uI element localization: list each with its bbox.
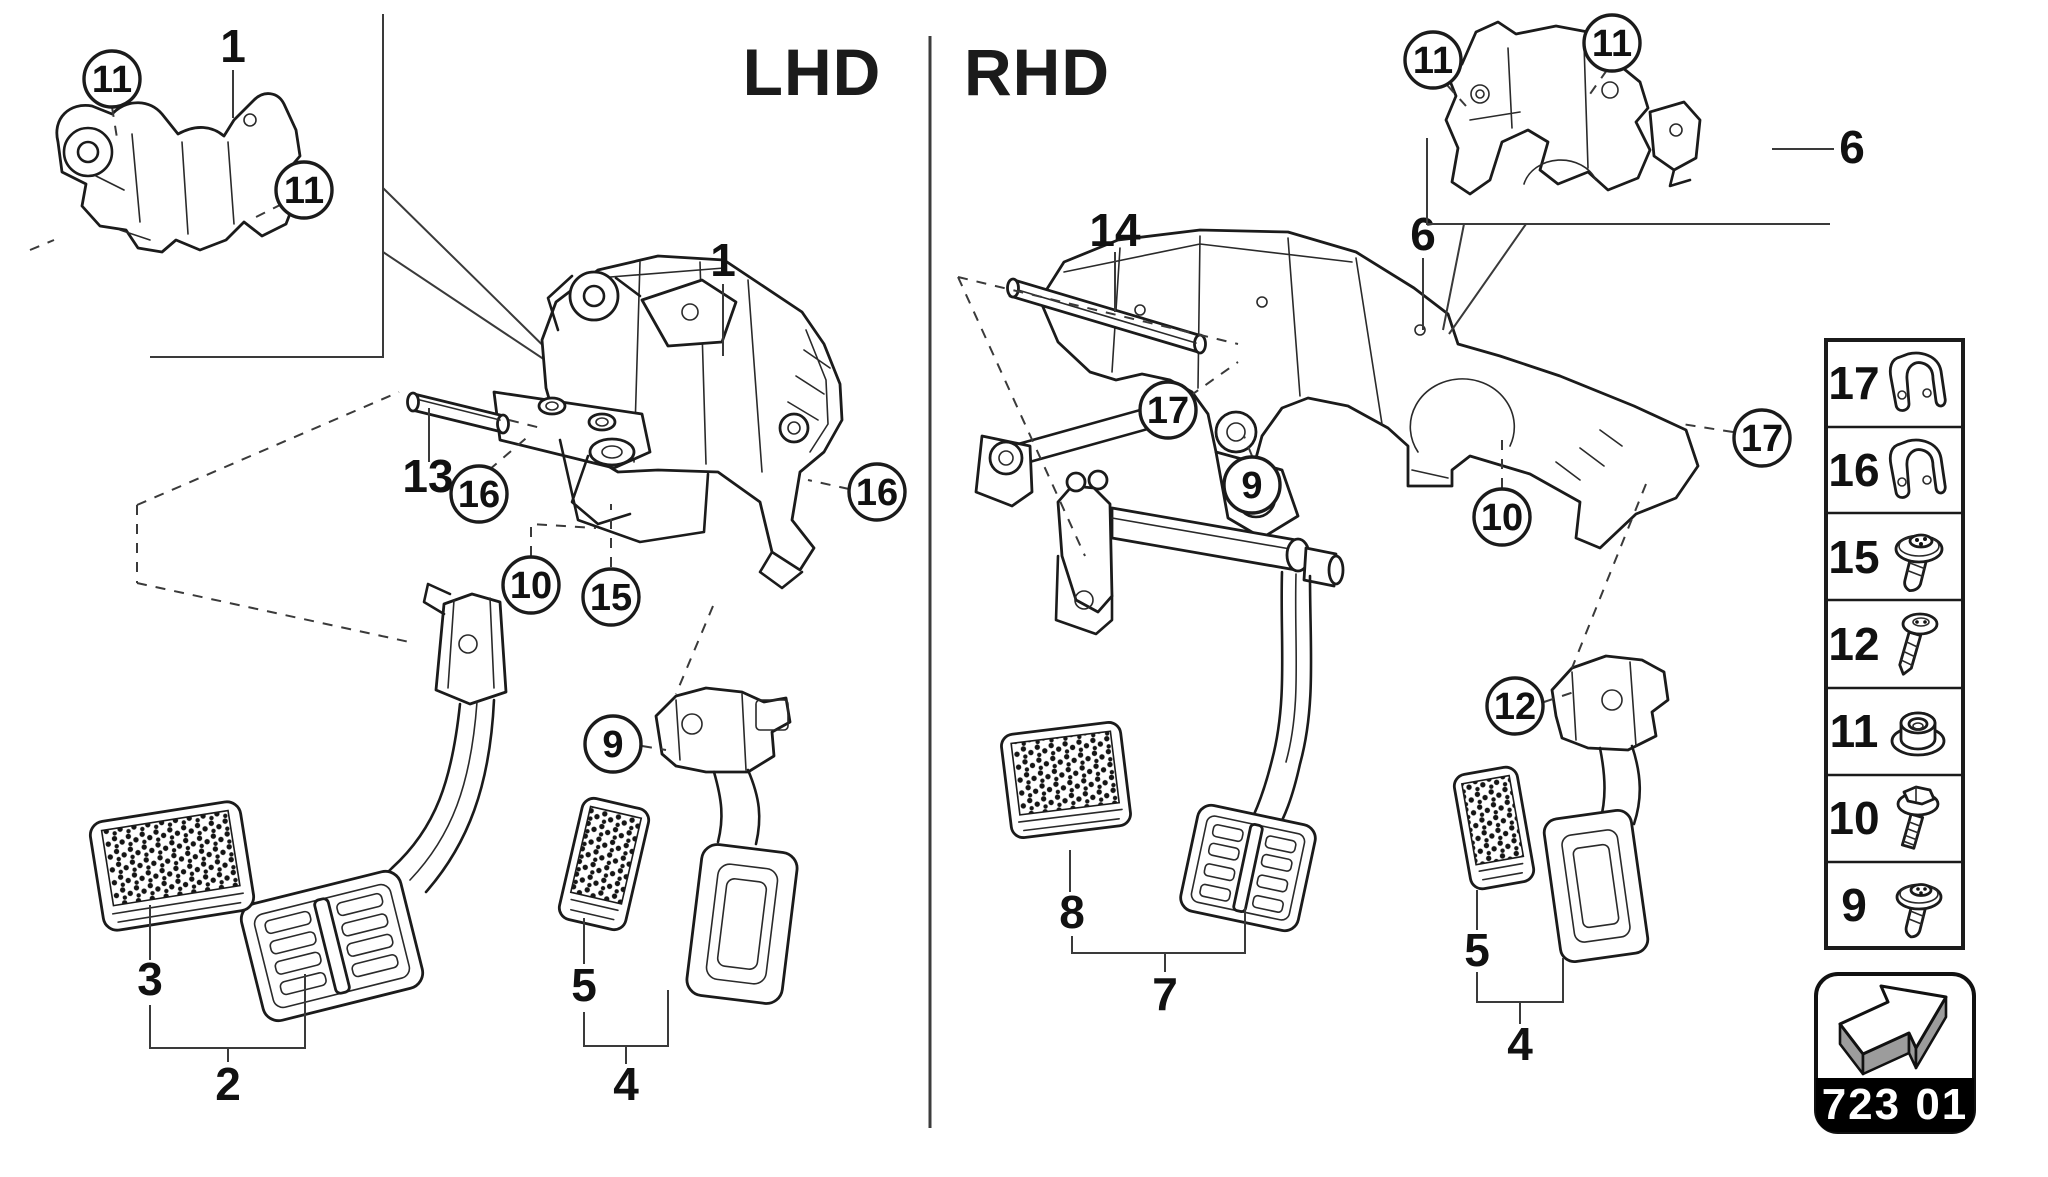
callout-2-label: 2 [215, 1058, 241, 1110]
lhd-title: LHD [743, 35, 882, 109]
hardware-legend: 17 16 15 12 11 10 9 [1824, 338, 1965, 950]
lhd-callout-1-label: 1 [710, 234, 736, 286]
callout-5-label: 5 [1464, 924, 1490, 976]
lhd-bottom-labels: 3 2 5 4 [137, 905, 669, 1110]
rhd-accelerator-pedal-drawing [1542, 654, 1670, 964]
callout-11-label: 11 [92, 59, 132, 101]
lhd-inset-callouts: 11 11 1 [82, 20, 334, 221]
legend-16-number: 16 [1828, 444, 1879, 496]
callout-7-label: 7 [1152, 968, 1178, 1020]
pan-head-screw-icon [1898, 612, 1939, 676]
legend-9-number: 9 [1841, 879, 1867, 931]
lhd-callouts: 16 10 15 16 9 [449, 462, 907, 774]
legend-10-number: 10 [1828, 792, 1879, 844]
callout-5-label: 5 [571, 959, 597, 1011]
callout-4-label: 4 [613, 1058, 639, 1110]
lhd-pivot-pin-drawing [406, 391, 510, 435]
section-code-tile: 723 01 [1814, 972, 1976, 1134]
lhd-inset-bracket-drawing [29, 92, 302, 254]
lhd-callout-13-label: 13 [402, 450, 453, 502]
callout-8-label: 8 [1059, 886, 1085, 938]
callout-10-label: 10 [510, 565, 552, 607]
legend-11-number: 11 [1830, 705, 1879, 757]
legend-12-number: 12 [1828, 618, 1879, 670]
callout-17-label: 17 [1147, 390, 1189, 432]
lhd-bracket-drawing [492, 254, 844, 590]
rhd-pivot-rod-drawing [1006, 277, 1207, 355]
arrow-icon [1838, 984, 1948, 1076]
rhd-callouts: 17 9 10 17 12 [1138, 380, 1792, 736]
washer-head-screw-icon [1894, 533, 1944, 592]
rhd-bottom-labels: 8 7 5 4 [1059, 850, 1564, 1070]
rhd-leaders [957, 276, 1734, 703]
flange-nut-icon [1890, 711, 1946, 757]
callout-9-label: 9 [602, 724, 623, 766]
callout-11-label: 11 [1592, 23, 1632, 65]
callout-17-label: 17 [1741, 418, 1783, 460]
rhd-title: RHD [964, 35, 1110, 109]
legend-17-number: 17 [1828, 357, 1879, 409]
rhd-brake-pedal-pad [1179, 803, 1317, 933]
callout-11-label: 11 [1413, 40, 1453, 82]
lhd-leaders [136, 391, 850, 751]
callout-9-label: 9 [1241, 465, 1262, 507]
callout-16-label: 16 [458, 474, 500, 516]
callout-3-label: 3 [137, 953, 163, 1005]
rhd-inset-callouts: 11 11 6 [1403, 13, 1865, 173]
rhd-accelerator-rubber-pad [1452, 765, 1536, 891]
spring-clip-icon [1888, 351, 1947, 412]
callout-11-label: 11 [284, 170, 324, 212]
rhd-rubber-pad-drawing [1000, 721, 1132, 839]
callout-15-label: 15 [590, 577, 632, 619]
rhd-accelerator-pedal-plate [1542, 808, 1650, 964]
callout-6-label: 6 [1839, 121, 1865, 173]
lhd-accelerator-pedal-drawing [654, 686, 799, 1005]
section-code-label: 723 01 [1822, 1080, 1969, 1129]
callout-12-label: 12 [1494, 686, 1536, 728]
lhd-accelerator-pedal-plate [685, 843, 799, 1005]
callout-1-label: 1 [220, 20, 246, 72]
lhd-rubber-pad-drawing [88, 800, 256, 932]
legend-15-number: 15 [1828, 531, 1879, 583]
rhd-callout-6-label: 6 [1410, 208, 1436, 260]
lhd-accelerator-rubber-pad [557, 796, 651, 932]
section-code-bar [1816, 1078, 1974, 1132]
rhd-inset-bracket-drawing [1444, 20, 1702, 196]
rhd-pedal-shaft-drawing [1054, 469, 1345, 933]
callout-4-label: 4 [1507, 1018, 1533, 1070]
callout-16-label: 16 [856, 472, 898, 514]
spring-clip-icon [1888, 438, 1947, 499]
flange-bolt-icon [1896, 785, 1940, 850]
callout-circle-11 [82, 49, 142, 109]
rhd-callout-14-label: 14 [1089, 204, 1141, 256]
lhd-brake-pedal-drawing [239, 582, 508, 1023]
callout-circle-11 [274, 160, 334, 220]
lhd-brake-pedal-pad [239, 869, 425, 1023]
washer-head-screw-icon [1895, 883, 1943, 939]
rhd-inset-frame [1426, 138, 1830, 335]
callout-10-label: 10 [1481, 497, 1523, 539]
